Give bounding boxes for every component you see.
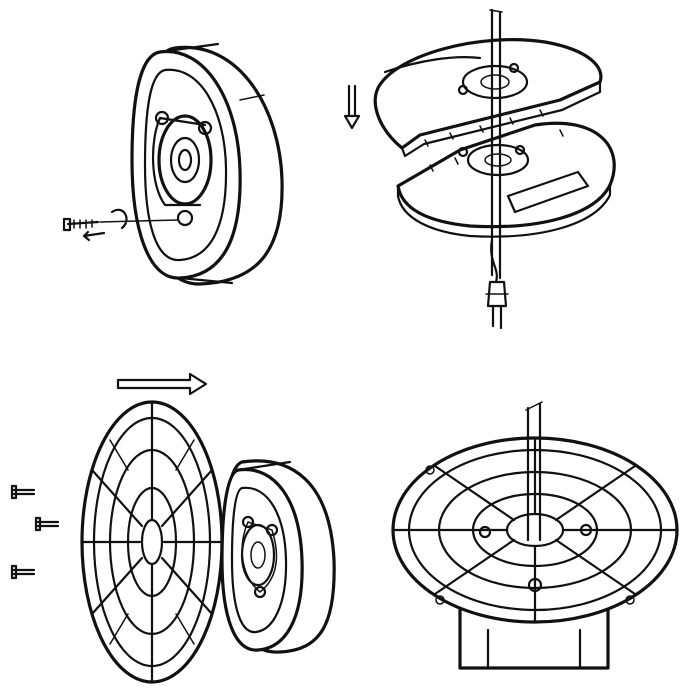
- screw-icon: [62, 217, 100, 232]
- assembled-base-panel: [391, 401, 679, 670]
- rotate-arrow-icon: [110, 208, 128, 230]
- rear-grill-icon: [80, 400, 224, 684]
- motor-housing-icon: [130, 42, 284, 286]
- assembled-base-with-grill-icon: [391, 401, 679, 670]
- plug-icon: [485, 238, 509, 330]
- screws-icon: [10, 484, 60, 580]
- pole-icon: [489, 8, 503, 280]
- split-base-plates-icon: [373, 38, 616, 238]
- base-assembly-panel: [343, 8, 616, 330]
- screw-guide-line: [99, 219, 179, 223]
- rear-grill-panel: [10, 372, 336, 684]
- motor-housing-panel: [62, 42, 284, 286]
- motor-front-icon: [220, 459, 336, 654]
- insert-arrow-icon: [82, 230, 106, 242]
- down-arrow-icon: [343, 84, 361, 130]
- right-arrow-icon: [116, 372, 208, 396]
